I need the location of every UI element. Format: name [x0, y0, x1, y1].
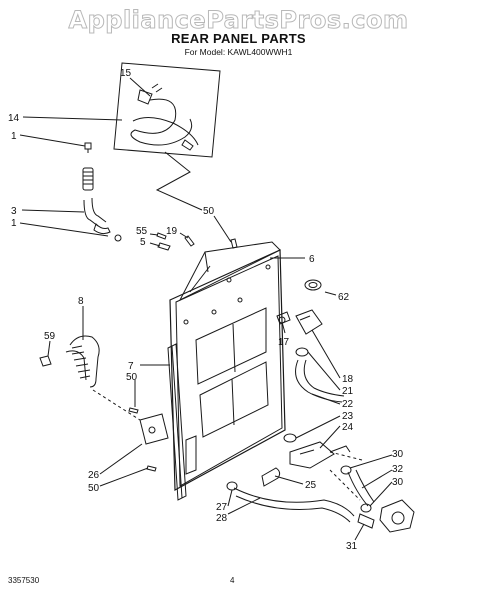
clamp-part-30-bottom[interactable] — [360, 503, 372, 513]
hose-part-32[interactable] — [347, 469, 375, 507]
screw-part-1-top[interactable] — [84, 142, 92, 153]
callout-3: 3 — [11, 206, 17, 217]
pump-housing-part-31[interactable] — [357, 499, 415, 533]
hose-clamp-part-23[interactable] — [283, 433, 297, 443]
callout-59: 59 — [44, 331, 56, 342]
callout-22: 22 — [342, 399, 354, 410]
routing-guides — [92, 389, 363, 501]
inlet-fitting-part-1[interactable] — [82, 167, 94, 191]
screw-part-50-top[interactable] — [230, 238, 238, 249]
callout-6: 6 — [309, 254, 315, 265]
screw-part-50-bottom[interactable] — [146, 465, 157, 472]
clip-part-5[interactable] — [157, 242, 171, 251]
inlet-hose-part-3[interactable] — [83, 197, 111, 235]
callout-14: 14 — [8, 113, 20, 124]
callout-19: 19 — [166, 226, 178, 237]
side-rail-part-7[interactable] — [167, 343, 197, 501]
callout-50: 50 — [88, 483, 100, 494]
valve-bracket-part-18[interactable] — [295, 309, 323, 335]
screw-part-55[interactable] — [156, 232, 167, 240]
callout-30: 30 — [392, 449, 404, 460]
cap-part-59[interactable] — [39, 355, 52, 367]
diagram-code: 3357530 — [8, 576, 40, 585]
callout-18: 18 — [342, 374, 354, 385]
callout-1: 1 — [11, 131, 17, 142]
drain-hose-part-8[interactable] — [65, 335, 100, 388]
clamp-part-30-top[interactable] — [340, 465, 352, 475]
rear-panel-part-6[interactable] — [169, 241, 286, 491]
drain-hose-part-28[interactable] — [233, 487, 355, 523]
leader-lines — [19, 77, 393, 541]
callout-23: 23 — [342, 411, 354, 422]
callout-25: 25 — [305, 480, 317, 491]
callout-31: 31 — [346, 541, 358, 552]
model-subtitle: For Model: KAWL400WWH1 — [184, 47, 293, 57]
hose-washer-part-1[interactable] — [114, 234, 122, 242]
callout-50: 50 — [203, 206, 215, 217]
callout-15: 15 — [120, 68, 132, 79]
callout-5: 5 — [140, 237, 146, 248]
callout-50: 50 — [126, 372, 138, 383]
callout-1: 1 — [11, 218, 17, 229]
callout-21: 21 — [342, 386, 354, 397]
callout-28: 28 — [216, 513, 228, 524]
cord-route-line — [155, 151, 203, 211]
screw-part-50-middle[interactable] — [128, 407, 139, 414]
page-title: REAR PANEL PARTS — [171, 31, 306, 46]
callout-62: 62 — [338, 292, 350, 303]
bracket-part-26[interactable] — [139, 413, 169, 445]
callout-55: 55 — [136, 226, 148, 237]
callout-7: 7 — [128, 361, 134, 372]
page-number: 4 — [230, 576, 235, 585]
callout-24: 24 — [342, 422, 354, 433]
callout-27: 27 — [216, 502, 228, 513]
clamp-part-21[interactable] — [295, 347, 309, 357]
pump-part-24[interactable] — [289, 441, 351, 469]
callout-8: 8 — [78, 296, 84, 307]
callout-30: 30 — [392, 477, 404, 488]
watermark: AppliancePartsPros.com — [68, 6, 409, 35]
filter-part-25[interactable] — [261, 467, 281, 487]
callout-32: 32 — [392, 464, 404, 475]
plug-part-62[interactable] — [304, 279, 322, 291]
callout-17: 17 — [278, 337, 290, 348]
callout-26: 26 — [88, 470, 100, 481]
